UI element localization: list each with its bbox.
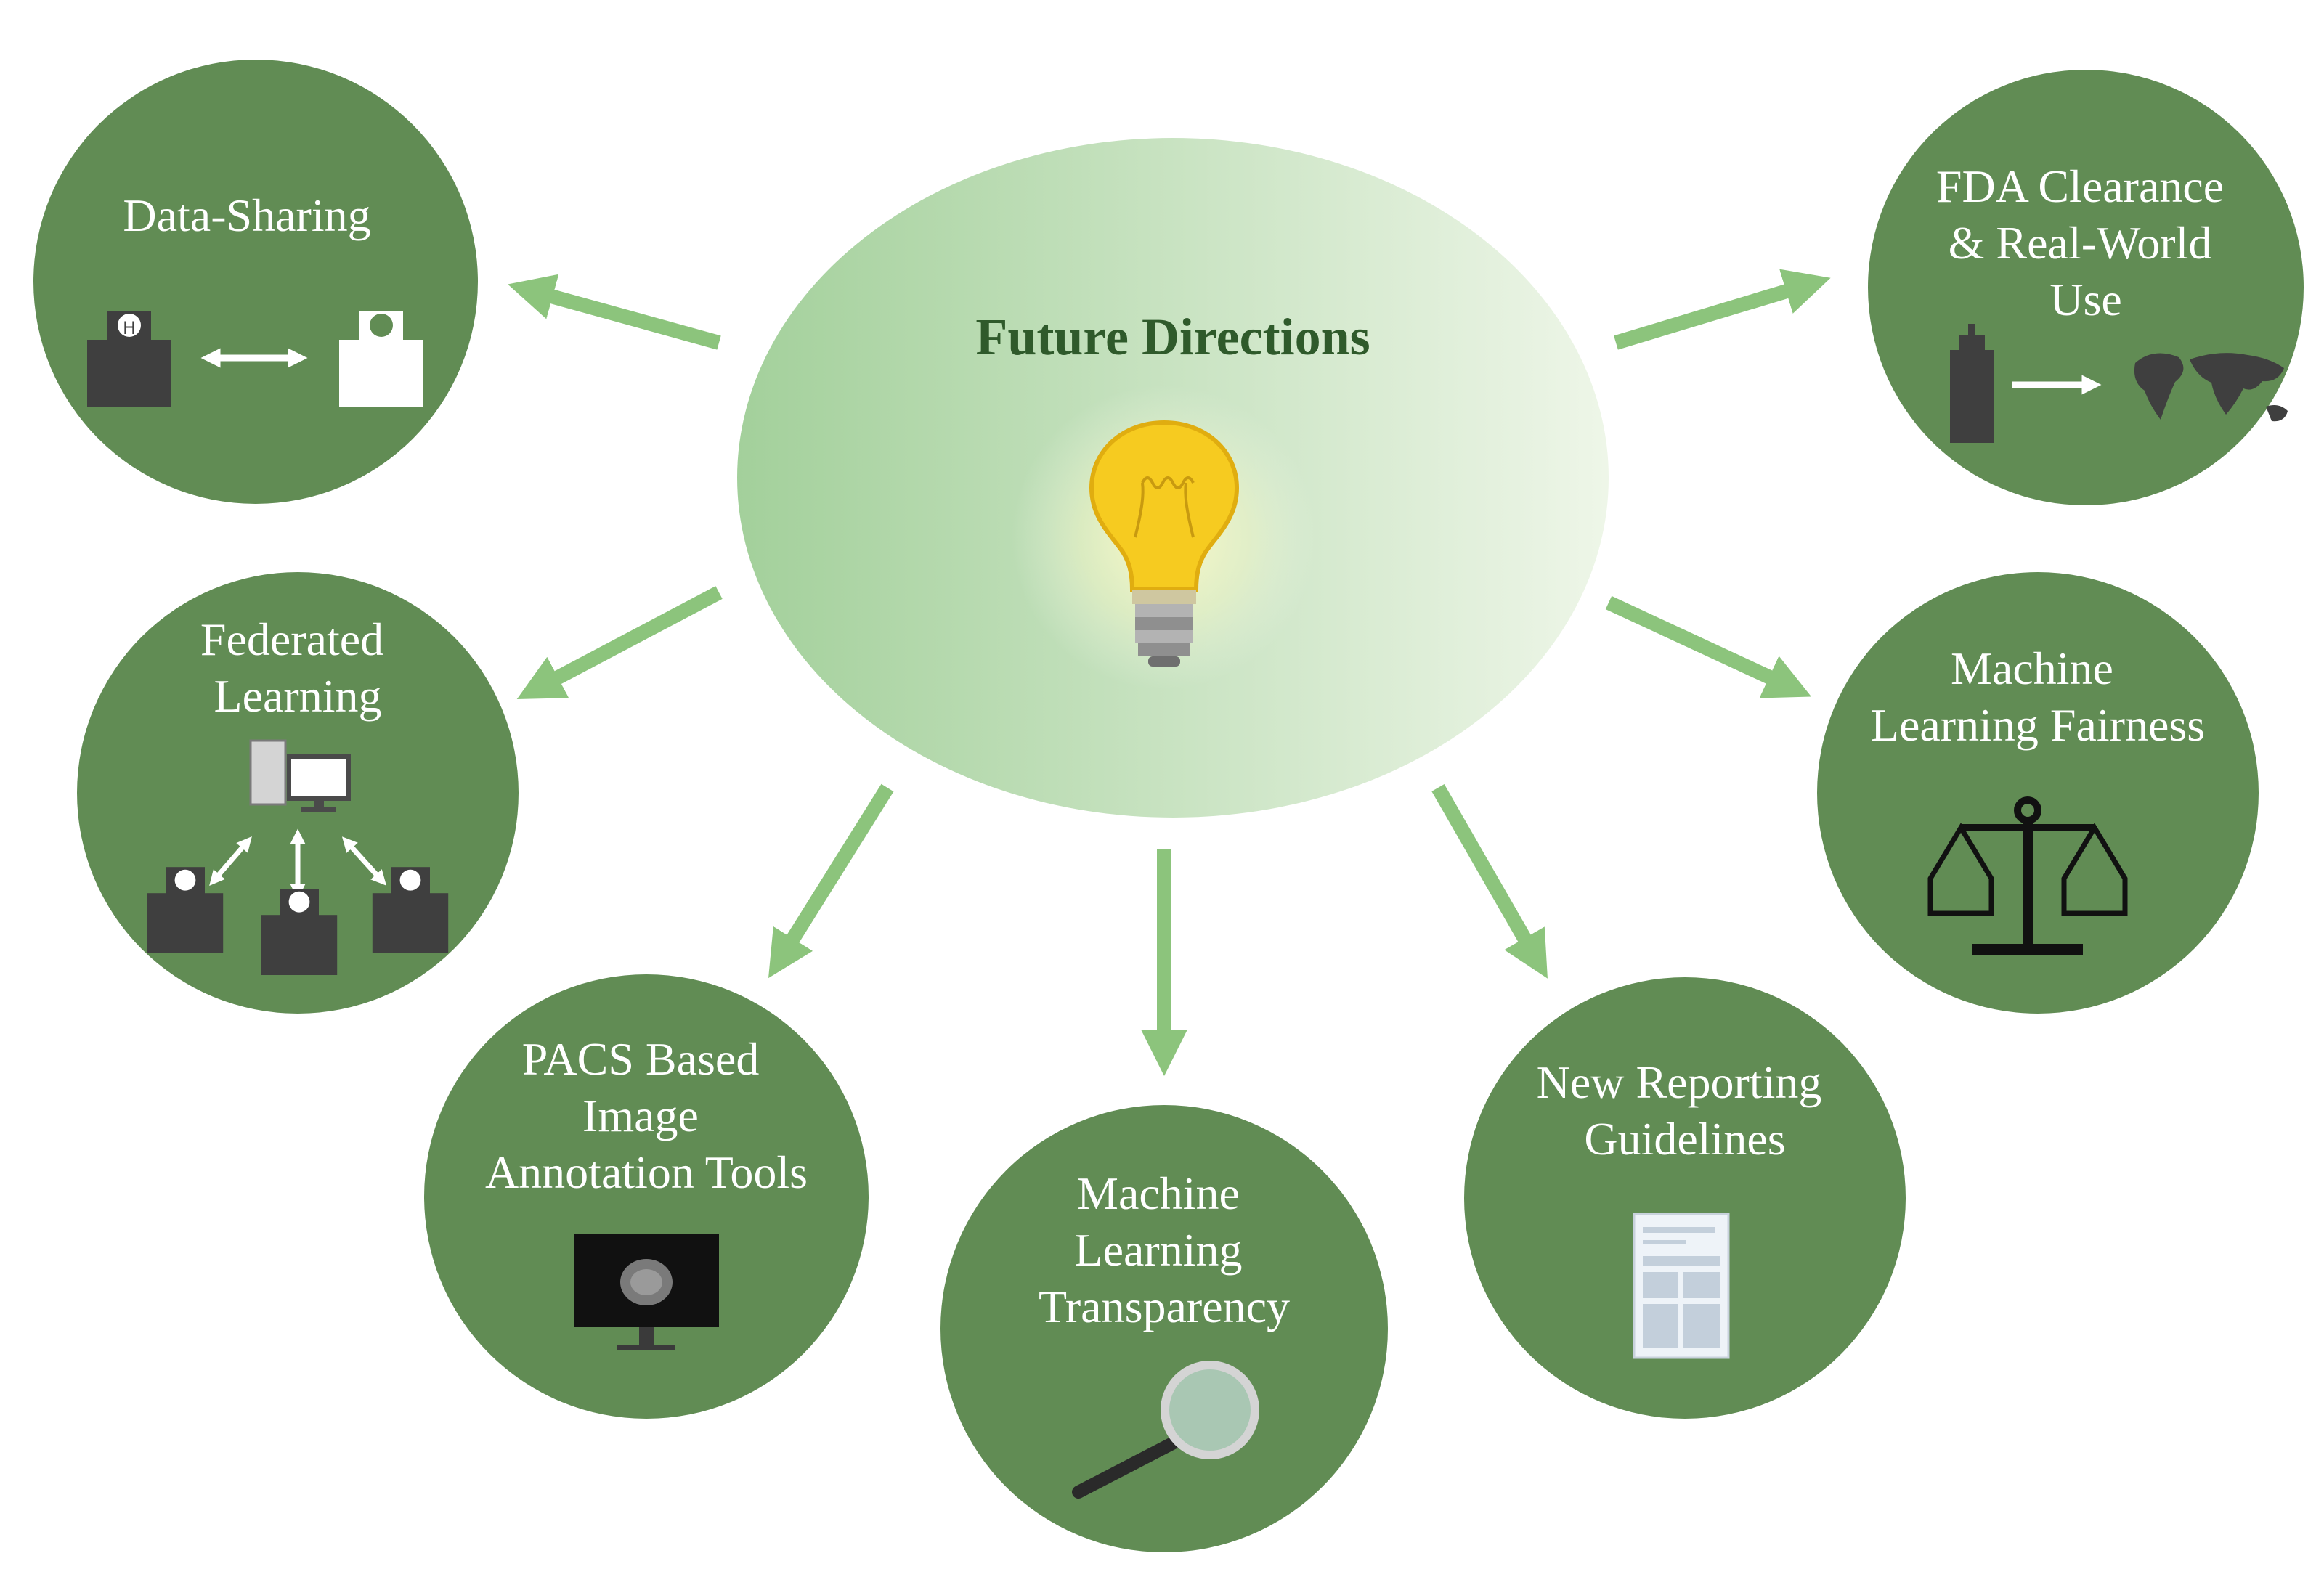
balance-scale-icon: [1927, 796, 2128, 955]
world-map-icon: [2134, 353, 2288, 422]
center-title: Future Directions: [975, 308, 1370, 366]
arrow-to-data-sharing: [508, 274, 721, 350]
hospital-dark-icon: H: [87, 311, 171, 407]
node-label: FDA Clearance & Real-World Use: [1936, 160, 2235, 325]
node-reporting-guidelines: New Reporting Guidelines: [1464, 977, 1906, 1419]
node-pacs-annotation: PACS Based Image Annotation Tools: [424, 974, 869, 1419]
node-label: Data-Sharing: [123, 189, 370, 241]
arrow-to-fairness: [1605, 595, 1812, 698]
node-label: Machine Learning Fairness: [1871, 643, 2205, 751]
node-ml-transparency: Machine Learning Transparency: [940, 1105, 1388, 1552]
node-federated-learning: Federated Learning: [77, 572, 519, 1014]
arrow-to-fda: [1614, 269, 1831, 350]
node-circle: [1817, 572, 2259, 1014]
node-ml-fairness: Machine Learning Fairness: [1817, 572, 2259, 1014]
magnifying-glass-icon: [1072, 1361, 1259, 1499]
document-icon: [1633, 1213, 1730, 1359]
node-label: Federated Learning: [200, 614, 395, 722]
node-circle: [33, 60, 478, 504]
arrow-to-pacs: [768, 783, 894, 979]
connector-arrows: [508, 269, 1831, 1077]
node-circle: [940, 1105, 1388, 1552]
node-fda-clearance: FDA Clearance & Real-World Use: [1868, 70, 2304, 505]
arrow-to-federated: [516, 586, 723, 699]
monitor-scan-icon: [574, 1234, 719, 1350]
svg-text:H: H: [375, 318, 388, 338]
center-hub: Future Directions: [737, 138, 1609, 818]
node-label: PACS Based Image Annotation Tools: [485, 1033, 808, 1198]
node-label: Machine Learning Transparency: [1039, 1167, 1290, 1332]
arrow-to-reporting: [1431, 784, 1548, 979]
svg-text:H: H: [123, 318, 136, 338]
skyscraper-icon: [1950, 324, 1994, 443]
node-data-sharing: Data-Sharing H H: [33, 60, 478, 504]
hospitals-exchange-icon: H H: [87, 311, 423, 407]
node-circle: [1464, 977, 1906, 1419]
node-label: New Reporting Guidelines: [1537, 1056, 1834, 1165]
lightbulb-icon: [1089, 420, 1240, 667]
computer-icon: [249, 739, 351, 812]
computer-network-hospitals-icon: [147, 739, 449, 975]
hospital-light-icon: H: [339, 311, 423, 407]
node-circle: [424, 974, 869, 1419]
building-to-world-icon: [1950, 324, 2288, 443]
